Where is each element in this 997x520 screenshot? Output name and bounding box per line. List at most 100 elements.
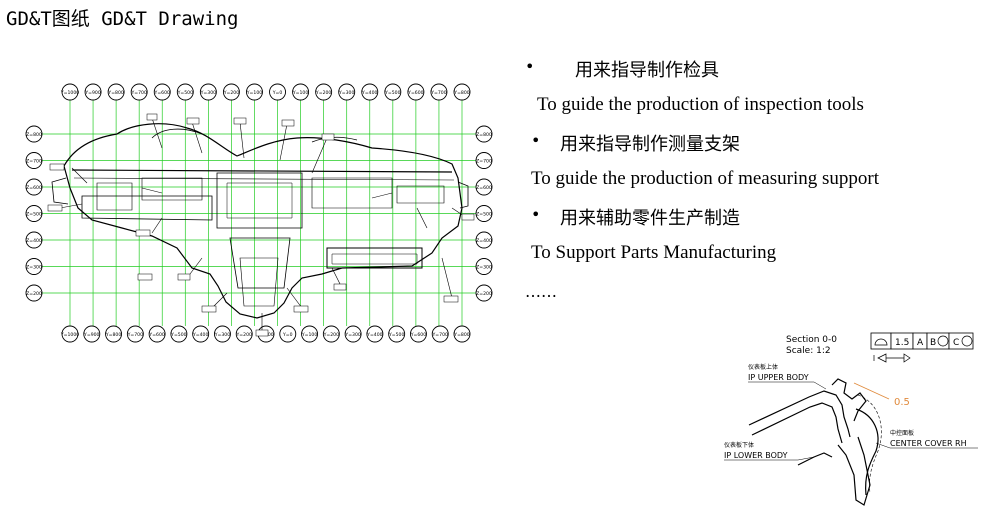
grid-balloon: Y=600 [407,83,425,101]
grid-balloon: Y=300 [338,83,356,101]
grid-balloon-label: Y=600 [148,332,165,338]
grid-balloon: Z=400 [25,231,43,249]
callout-tags [47,113,475,337]
grid-balloon: Y=1000 [60,325,79,343]
fcf-datum-a: A [917,338,924,348]
grid-balloon-label: Y=200 [323,332,340,338]
grid-balloon: Y=400 [361,83,379,101]
bullet-dot: • [525,57,535,76]
grid-balloon: Y=500 [384,83,402,101]
grid-balloon-label: Z=300 [476,264,492,270]
mmc-icon [937,335,949,347]
grid-balloon: Y=100 [292,83,310,101]
grid-balloon-label: Y=700 [127,332,144,338]
grid-balloon-label: Y=600 [410,332,427,338]
grid-balloon-label: Y=1000 [60,90,79,96]
lower-body-cn: 仪表板下体 [724,441,754,449]
grid-balloon: Y=800 [105,325,123,343]
grid-balloon-label: Z=400 [476,238,492,244]
bullet-2-en: To guide the production of measuring sup… [531,168,879,189]
instrument-panel-outline [51,123,469,319]
section-scale: Scale: 1:2 [786,346,831,356]
grid-balloon: Y=400 [366,325,384,343]
grid-balloon-label: Y=800 [453,332,470,338]
grid-balloon-label: Z=400 [26,238,42,244]
grid-balloon-label: Y=200 [223,90,240,96]
grid-balloon-label: Z=800 [26,132,42,138]
grid-balloon-label: Y=200 [236,332,253,338]
section-detail: Section 0-0 Scale: 1:2 1.5 A B C 0.5 仪表板… [724,332,978,506]
grid-balloon-label: Y=800 [105,332,122,338]
grid-balloon-label: Y=400 [192,332,209,338]
grid-balloon: Y=700 [127,325,144,343]
grid-balloon: Y=700 [130,83,148,101]
grid-balloon: Y=300 [214,325,231,343]
grid-balloon: Y=600 [410,325,427,343]
center-cover-cn: 中控面板 [890,429,914,437]
grid-balloon: Y=200 [315,83,333,101]
grid-balloon: Z=200 [25,284,43,302]
grid-balloon: Z=600 [25,178,43,196]
grid-balloon: Y=800 [453,83,471,101]
grid-balloon-label: Y=300 [338,90,355,96]
grid-balloon-label: Y=500 [384,90,401,96]
grid-balloon-label: Y=500 [388,332,405,338]
grid-balloon-label: Y=300 [200,90,217,96]
grid-balloon: Y=200 [223,83,240,101]
grid-balloon: Y=100 [301,325,319,343]
grid-balloon: Z=700 [475,152,493,169]
grid-balloon-label: Z=200 [476,291,492,297]
grid-balloon-label: Y=300 [344,332,361,338]
grid-balloon: Y=800 [107,83,125,101]
grid-balloon: Y=300 [344,325,362,343]
zone-value: 0.5 [894,397,910,408]
grid-balloon: Z=600 [475,178,493,196]
coordinate-grid [42,100,476,326]
grid-balloon-label: Z=700 [476,158,492,164]
grid-balloon-label: Z=800 [476,132,492,138]
grid-balloon-label: Y=0 [282,332,293,338]
grid-balloon: Z=500 [475,205,493,222]
grid-balloon-label: Y=700 [430,90,447,96]
grid-balloon: Y=500 [170,325,188,343]
grid-balloon: Y=400 [192,325,210,343]
leader-lines [59,117,468,333]
bullet-dot: • [531,205,541,224]
grid-balloon: Y=300 [200,83,217,101]
zone-leader [853,382,890,400]
bullet-dot: • [531,131,541,150]
page-title: GD&T图纸 GD&T Drawing [6,8,239,30]
grid-balloon: Z=300 [475,258,493,275]
grid-balloon: Y=900 [83,325,101,343]
grid-balloon: Y=100 [246,83,263,101]
bullet-2-cn: 用来指导制作测量支架 [560,134,740,155]
grid-balloon-label: Z=600 [26,185,42,191]
grid-balloon: Y=0 [269,83,286,101]
grid-balloon-label: Z=500 [476,211,492,217]
fcf-tolerance: 1.5 [895,338,909,348]
grid-balloon: Y=600 [154,83,171,101]
grid-balloon-label: Y=600 [154,90,171,96]
mmc-icon [961,335,973,347]
upper-body-en: IP UPPER BODY [748,373,809,382]
grid-balloon-label: Y=900 [84,90,101,96]
grid-balloon-label: Y=100 [301,332,318,338]
grid-balloon-label: Y=400 [361,90,378,96]
bullet-1-en: To guide the production of inspection to… [537,94,864,115]
grid-balloon: Y=200 [323,325,340,343]
grid-balloon: Z=400 [475,231,493,249]
grid-balloon: Y=500 [177,83,194,101]
grid-balloon-label: Y=200 [315,90,332,96]
grid-balloon: Z=700 [25,152,43,169]
profile-surface-icon [874,338,888,346]
grid-balloon-label: Y=700 [130,90,147,96]
grid-balloon: Y=200 [236,325,253,343]
grid-balloon-label: Y=800 [107,90,124,96]
grid-balloon-label: Y=700 [432,332,449,338]
fcf-datum-b: B [930,338,936,348]
grid-balloon-label: Y=100 [292,90,309,96]
grid-balloon: Z=200 [475,284,493,302]
grid-balloon: Z=800 [475,125,493,143]
